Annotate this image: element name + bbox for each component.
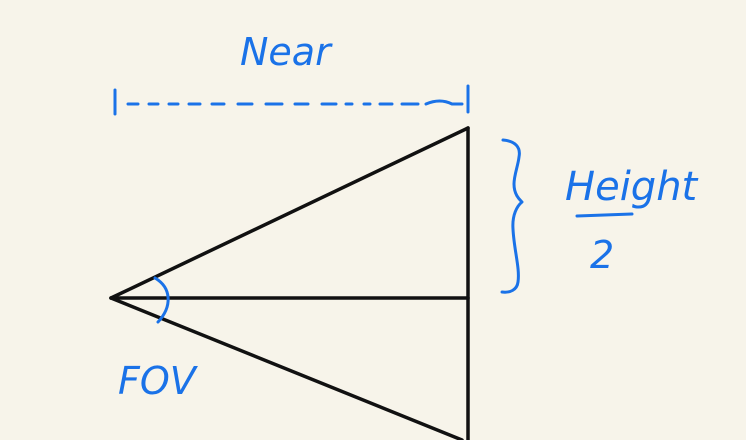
height-brace	[500, 138, 524, 294]
near-dimension-line	[113, 84, 470, 116]
near-label: Near	[240, 30, 333, 74]
height-fraction-bar	[575, 212, 634, 218]
height-denominator-label: 2	[590, 233, 614, 277]
upper-edge-line	[109, 126, 470, 300]
height-label: Height	[565, 164, 699, 210]
lower-edge-line	[109, 296, 464, 440]
fov-label: FOV	[118, 359, 199, 403]
frustum-lines	[109, 126, 470, 440]
fov-angle-arc	[153, 276, 170, 324]
